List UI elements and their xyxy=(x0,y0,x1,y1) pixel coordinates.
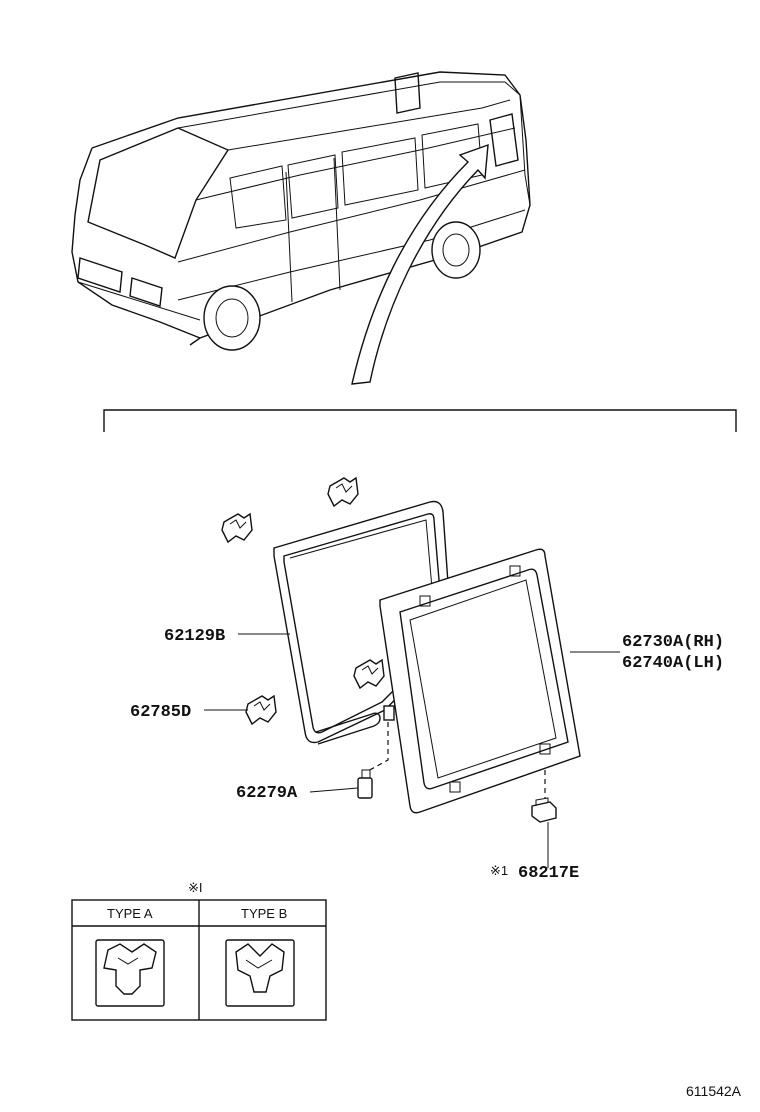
assembly-bracket xyxy=(103,409,737,432)
leader-lines xyxy=(204,633,620,868)
label-62730A-RH: 62730A(RH) xyxy=(622,633,724,652)
diagram-id: 611542A xyxy=(686,1083,742,1099)
location-arrow xyxy=(351,143,489,385)
clip-62279A xyxy=(357,705,395,799)
clip-62785D-top xyxy=(327,476,359,508)
type-b-header: TYPE B xyxy=(241,906,287,921)
clip-62785D xyxy=(245,694,277,726)
type-a-clip-shape xyxy=(95,939,165,1007)
type-table-mark: ※I xyxy=(188,880,203,895)
label-62740A-LH: 62740A(LH) xyxy=(622,654,724,673)
label-62279A: 62279A xyxy=(236,784,298,803)
label-68217E: 68217E xyxy=(518,864,579,883)
type-b-clip-shape xyxy=(225,939,295,1007)
label-62785D: 62785D xyxy=(130,703,191,722)
label-62129B: 62129B xyxy=(164,627,225,646)
clip-68217E xyxy=(531,770,557,823)
label-68217E-mark: ※1 xyxy=(490,863,508,878)
clip-62785D-middle xyxy=(353,658,385,690)
type-a-header: TYPE A xyxy=(107,906,153,921)
window-glass-part xyxy=(379,548,581,814)
type-table: ※I TYPE A TYPE B xyxy=(71,880,327,1021)
van-illustration xyxy=(71,71,531,351)
clip-62785D-top-left xyxy=(221,512,253,544)
